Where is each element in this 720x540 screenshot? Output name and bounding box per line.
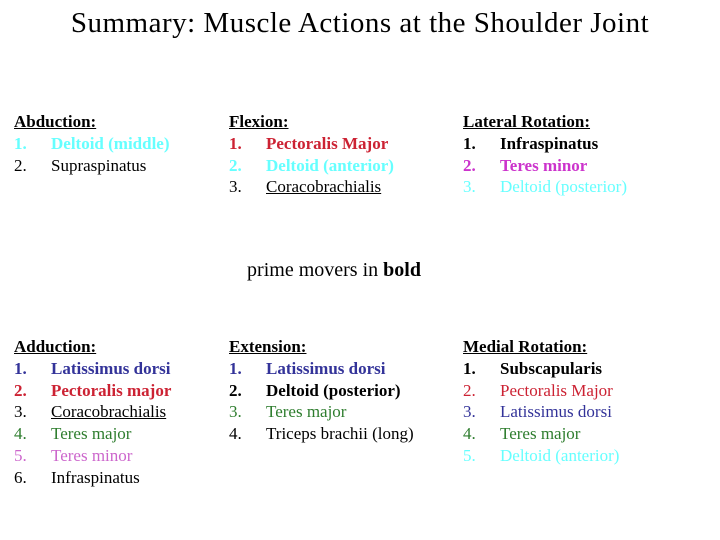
list-item: 4. Teres major — [14, 423, 171, 445]
muscle-name: Teres minor — [51, 445, 133, 465]
list-item: 3. Deltoid (posterior) — [463, 176, 627, 198]
muscle-name: Supraspinatus — [51, 155, 147, 175]
muscle-name: Subscapularis — [500, 358, 603, 378]
section-adduction: Adduction: 1. Latissimus dorsi 2. Pectoralis… — [14, 336, 171, 489]
section-heading-adduction: Adduction: — [14, 337, 97, 356]
list-item: 3. Coracobrachialis — [14, 401, 171, 423]
section-lateral-rotation: Lateral Rotation: 1. Infraspinatus 2. Teres … — [463, 111, 627, 198]
list-item-number: 2. — [463, 155, 476, 175]
note-bold-word: bold — [383, 259, 421, 281]
prime-movers-note: prime movers in bold — [0, 259, 668, 282]
list-item: 3. Teres major — [229, 401, 414, 423]
list-item-number: 1. — [229, 133, 242, 153]
list-item-number: 2. — [229, 155, 242, 175]
muscle-name: Pectoralis Major — [266, 133, 389, 153]
list-item-number: 4. — [229, 424, 242, 444]
list-item: 6. Infraspinatus — [14, 467, 171, 489]
section-heading-medial-rotation: Medial Rotation: — [463, 337, 588, 356]
list-item-number: 2. — [229, 380, 242, 400]
muscle-name: Infraspinatus — [51, 467, 140, 487]
page-title: Summary: Muscle Actions at the Shoulder … — [70, 7, 650, 39]
list-item: 5. Teres minor — [14, 445, 171, 467]
list-item: 4. Teres major — [463, 423, 619, 445]
list-item: 2. Pectoralis Major — [463, 380, 619, 402]
list-item-number: 2. — [14, 380, 27, 400]
muscle-name: Latissimus dorsi — [266, 358, 386, 378]
list-item-number: 1. — [463, 133, 476, 153]
muscle-name: Deltoid (anterior) — [266, 155, 394, 175]
muscle-name: Latissimus dorsi — [500, 402, 612, 422]
muscle-name: Coracobrachialis — [266, 177, 382, 197]
muscle-name: Latissimus dorsi — [51, 358, 171, 378]
list-item-number: 3. — [229, 177, 242, 197]
list-item: 1. Deltoid (middle) — [14, 133, 170, 155]
list-item-number: 4. — [14, 424, 27, 444]
list-item: 1. Infraspinatus — [463, 133, 627, 155]
section-medial-rotation: Medial Rotation: 1. Subscapularis 2. Pectora… — [463, 336, 619, 467]
list-item-number: 3. — [463, 177, 476, 197]
note-text: prime movers in — [247, 259, 384, 281]
section-extension: Extension: 1. Latissimus dorsi 2. Deltoid (p… — [229, 336, 414, 445]
list-item-number: 1. — [229, 358, 242, 378]
list-item: 5. Deltoid (anterior) — [463, 445, 619, 467]
muscle-name: Deltoid (anterior) — [500, 445, 620, 465]
list-item-number: 1. — [463, 358, 476, 378]
list-item-number: 4. — [463, 424, 476, 444]
muscle-name: Triceps brachii (long) — [266, 424, 414, 444]
list-item-number: 3. — [229, 402, 242, 422]
list-item-number: 6. — [14, 467, 27, 487]
muscle-name: Deltoid (posterior) — [500, 177, 627, 197]
muscle-name: Teres major — [266, 402, 347, 422]
muscle-name: Teres minor — [500, 155, 588, 175]
section-heading-abduction: Abduction: — [14, 112, 97, 131]
list-item-number: 1. — [14, 358, 27, 378]
muscle-name: Pectoralis Major — [500, 380, 613, 400]
muscle-name: Coracobrachialis — [51, 402, 167, 422]
list-item-number: 2. — [463, 380, 476, 400]
muscle-name: Deltoid (middle) — [51, 133, 170, 153]
list-item: 1. Subscapularis — [463, 358, 619, 380]
muscle-name: Pectoralis major — [51, 380, 172, 400]
list-item: 2. Deltoid (anterior) — [229, 155, 394, 177]
section-heading-flexion: Flexion: — [229, 112, 289, 131]
muscle-name: Deltoid (posterior) — [266, 380, 401, 400]
list-item: 4. Triceps brachii (long) — [229, 423, 414, 445]
section-heading-extension: Extension: — [229, 337, 307, 356]
muscle-name: Infraspinatus — [500, 133, 599, 153]
muscle-name: Teres major — [51, 424, 132, 444]
list-item: 1. Latissimus dorsi — [14, 358, 171, 380]
list-item: 3. Latissimus dorsi — [463, 401, 619, 423]
muscle-name: Teres major — [500, 424, 581, 444]
list-item-number: 3. — [463, 402, 476, 422]
list-item-number: 3. — [14, 402, 27, 422]
list-item-number: 5. — [463, 445, 476, 465]
list-item: 2. Deltoid (posterior) — [229, 380, 414, 402]
list-item: 3. Coracobrachialis — [229, 176, 394, 198]
list-item: 1. Latissimus dorsi — [229, 358, 414, 380]
list-item: 2. Pectoralis major — [14, 380, 171, 402]
section-abduction: Abduction: 1. Deltoid (middle) 2. Supraspina… — [14, 111, 170, 176]
list-item-number: 2. — [14, 155, 27, 175]
list-item: 2. Supraspinatus — [14, 155, 170, 177]
list-item-number: 1. — [14, 133, 27, 153]
list-item: 2. Teres minor — [463, 155, 627, 177]
list-item: 1. Pectoralis Major — [229, 133, 394, 155]
list-item-number: 5. — [14, 445, 27, 465]
section-flexion: Flexion: 1. Pectoralis Major 2. Deltoid (ant… — [229, 111, 394, 198]
section-heading-lateral-rotation: Lateral Rotation: — [463, 112, 591, 131]
